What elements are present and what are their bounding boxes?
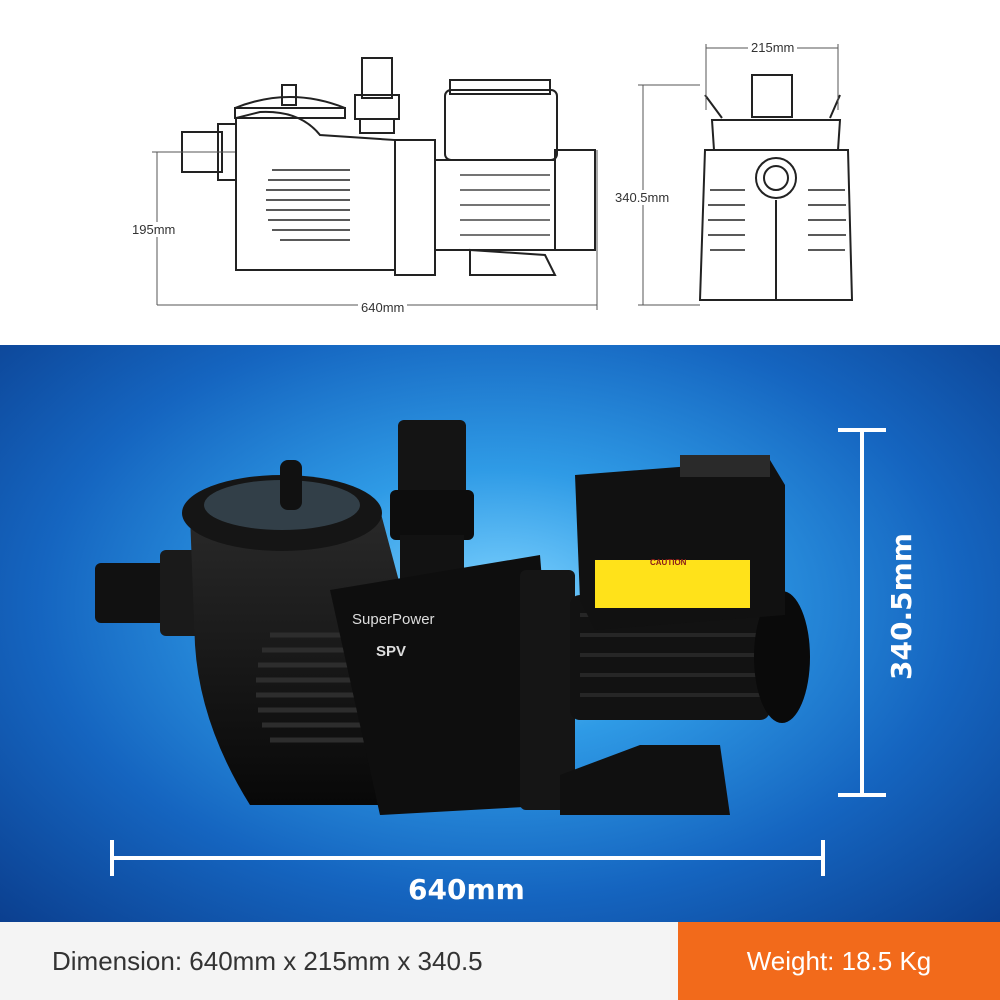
dimension-text: Dimension: 640mm x 215mm x 340.5	[0, 922, 678, 1000]
front-height-label: 340.5mm	[612, 190, 673, 205]
side-height-label: 195mm	[129, 222, 179, 237]
product-photo: SuperPower SPV CAUTION 340.5mm 640mm	[0, 345, 1000, 922]
caution-label: CAUTION	[650, 558, 687, 567]
brand-label: SuperPower	[352, 611, 435, 628]
weight-badge: Weight: 18.5 Kg	[678, 922, 1000, 1000]
front-width-label: 215mm	[748, 40, 798, 55]
spec-footer: Dimension: 640mm x 215mm x 340.5 Weight:…	[0, 922, 1000, 1000]
technical-drawing: 195mm 640mm 215mm 340.5mm	[0, 0, 1000, 345]
pump-illustration	[95, 420, 886, 876]
side-length-label: 640mm	[358, 300, 408, 315]
pump-line-drawing	[152, 44, 854, 310]
model-label: SPV	[376, 643, 407, 660]
length-dimension-label: 640mm	[408, 873, 525, 906]
height-dimension-label: 340.5mm	[885, 533, 918, 680]
